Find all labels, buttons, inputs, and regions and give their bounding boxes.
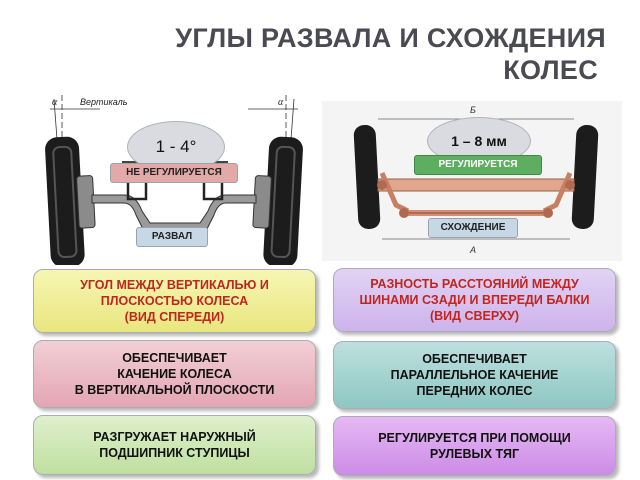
- toe-definition-box: РАЗНОСТЬ РАССТОЯНИЙ МЕЖДУ ШИНАМИ СЗАДИ И…: [333, 268, 616, 332]
- left-wheel: [45, 136, 96, 265]
- alpha-left-label: α: [52, 97, 58, 108]
- camber-effect-text: РАЗГРУЖАЕТ НАРУЖНЫЙ ПОДШИПНИК СТУПИЦЫ: [93, 430, 256, 460]
- toe-left-wheel: [353, 125, 381, 229]
- right-wheel: [252, 136, 303, 265]
- front-axle-beam: [91, 194, 257, 232]
- camber-name-tag: РАЗВАЛ: [136, 227, 208, 247]
- toe-definition-text: РАЗНОСТЬ РАССТОЯНИЙ МЕЖДУ ШИНАМИ СЗАДИ И…: [359, 277, 590, 323]
- camber-status-tag: НЕ РЕГУЛИРУЕТСЯ: [110, 163, 238, 183]
- dimension-a-label: А: [469, 245, 476, 255]
- camber-purpose-box: ОБЕСПЕЧИВАЕТ КАЧЕНИЕ КОЛЕСА В ВЕРТИКАЛЬН…: [33, 340, 316, 408]
- toe-status-tag: РЕГУЛИРУЕТСЯ: [414, 155, 542, 175]
- toe-adjustment-box: РЕГУЛИРУЕТСЯ ПРИ ПОМОЩИ РУЛЕВЫХ ТЯГ: [333, 416, 616, 476]
- page-title: УГЛЫ РАЗВАЛА И СХОЖДЕНИЯ КОЛЕС: [146, 22, 606, 86]
- toe-name-tag: СХОЖДЕНИЕ: [428, 218, 518, 238]
- camber-definition-text: УГОЛ МЕЖДУ ВЕРТИКАЛЬЮ И ПЛОСКОСТЬЮ КОЛЕС…: [80, 278, 269, 324]
- title-line-1: УГЛЫ РАЗВАЛА И СХОЖДЕНИЯ: [175, 23, 606, 53]
- vertical-label: Вертикаль: [80, 97, 128, 107]
- title-line-2: КОЛЕС: [503, 55, 598, 85]
- dimension-b-label: Б: [470, 105, 476, 115]
- toe-purpose-box: ОБЕСПЕЧИВАЕТ ПАРАЛЛЕЛЬНОЕ КАЧЕНИЕ ПЕРЕДН…: [333, 341, 616, 409]
- alpha-right-label: α: [278, 97, 284, 108]
- camber-definition-box: УГОЛ МЕЖДУ ВЕРТИКАЛЬЮ И ПЛОСКОСТЬЮ КОЛЕС…: [33, 269, 316, 333]
- toe-right-wheel: [571, 125, 599, 229]
- toe-axle-beam: [377, 178, 575, 192]
- camber-purpose-text: ОБЕСПЕЧИВАЕТ КАЧЕНИЕ КОЛЕСА В ВЕРТИКАЛЬН…: [74, 351, 275, 397]
- camber-effect-box: РАЗГРУЖАЕТ НАРУЖНЫЙ ПОДШИПНИК СТУПИЦЫ: [33, 415, 316, 475]
- toe-adjustment-text: РЕГУЛИРУЕТСЯ ПРИ ПОМОЩИ РУЛЕВЫХ ТЯГ: [378, 431, 571, 461]
- toe-purpose-text: ОБЕСПЕЧИВАЕТ ПАРАЛЛЕЛЬНОЕ КАЧЕНИЕ ПЕРЕДН…: [390, 352, 559, 398]
